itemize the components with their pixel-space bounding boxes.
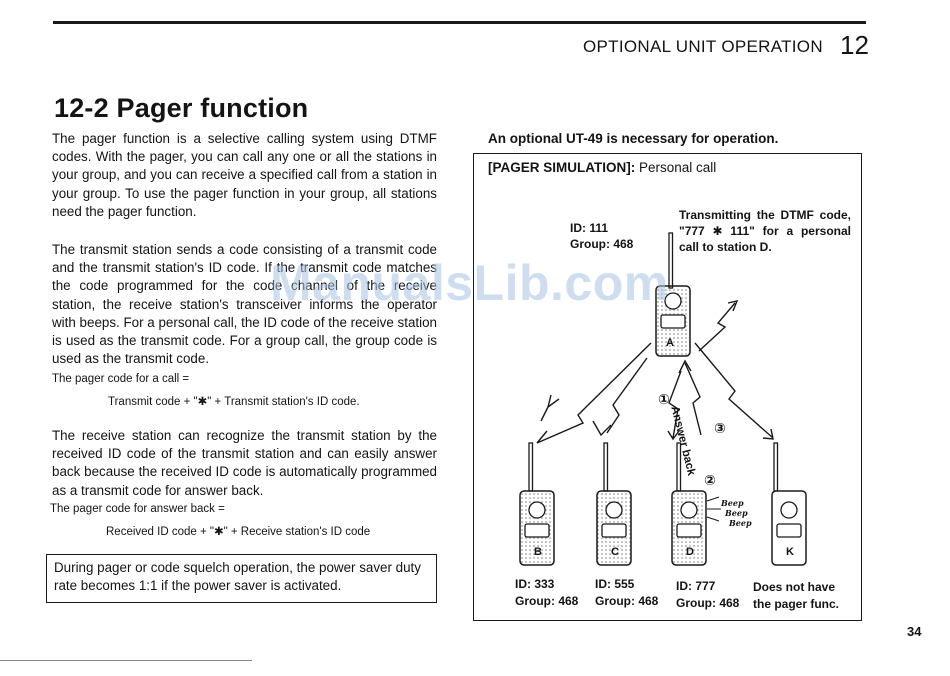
radio-station-a <box>655 232 691 357</box>
radio-station-d <box>671 442 721 566</box>
call-code-label: The pager code for a call = <box>52 373 190 385</box>
transmit-paragraph: The transmit station sends a code consis… <box>52 242 437 367</box>
station-b-group: Group: 468 <box>515 594 579 608</box>
station-a-label: A <box>666 337 674 349</box>
station-k-note-2: the pager func. <box>753 597 840 611</box>
station-d-label: D <box>686 546 694 558</box>
station-a-group: Group: 468 <box>570 237 634 251</box>
page-number: 34 <box>907 624 922 639</box>
pager-simulation-diagram <box>519 232 807 566</box>
station-b-id: ID: 333 <box>515 577 555 591</box>
station-c-group: Group: 468 <box>595 594 659 608</box>
requirement-text: An optional UT-49 is necessary for opera… <box>488 131 779 146</box>
station-b-label: B <box>534 546 542 558</box>
header-rule <box>53 21 866 24</box>
station-d-id: ID: 777 <box>676 579 716 593</box>
simulation-title: [PAGER SIMULATION]: <box>488 160 636 175</box>
radio-station-k <box>771 442 807 566</box>
answer-code-formula: Received ID code + "✱" + Receive station… <box>106 526 371 538</box>
power-saver-note: During pager or code squelch operation, … <box>46 554 437 603</box>
beep-text-2: Beep <box>725 508 748 518</box>
chapter-number: 12 <box>840 30 869 60</box>
chapter-title: OPTIONAL UNIT OPERATION <box>583 37 823 56</box>
beep-text-3: Beep <box>729 518 752 528</box>
section-title: 12-2 Pager function <box>54 93 309 123</box>
station-c-label: C <box>611 546 619 558</box>
transmitting-line-1: Transmitting the DTMF code, <box>679 208 851 222</box>
station-c-id: ID: 555 <box>595 577 635 591</box>
simulation-heading: [PAGER SIMULATION]: Personal call <box>488 160 716 175</box>
station-k-label: K <box>786 546 794 558</box>
receive-paragraph: The receive station can recognize the tr… <box>52 428 437 498</box>
radio-station-b <box>519 442 555 566</box>
transmitting-line-2: "777 ✱ 111" for a personal <box>679 224 851 238</box>
station-k-note-1: Does not have <box>753 580 836 594</box>
intro-paragraph: The pager function is a selective callin… <box>52 131 437 219</box>
call-code-formula: Transmit code + "✱" + Transmit station's… <box>108 396 360 408</box>
step-2-marker: ② <box>704 472 716 488</box>
step-1-marker: ① <box>658 391 670 407</box>
signal-paths <box>536 300 774 444</box>
footer-rule <box>0 660 252 661</box>
step-3-marker: ③ <box>714 420 726 436</box>
station-d-group: Group: 468 <box>676 596 740 610</box>
simulation-box <box>473 153 862 621</box>
answer-code-label: The pager code for answer back = <box>50 503 225 515</box>
radio-station-c <box>596 442 632 566</box>
simulation-subtitle: Personal call <box>639 160 717 175</box>
transmitting-caption: Transmitting the DTMF code, "777 ✱ 111" … <box>679 207 851 255</box>
transmitting-line-3: call to station D. <box>679 240 772 254</box>
station-a-id: ID: 111 <box>570 221 609 235</box>
beep-text-1: Beep <box>721 498 744 508</box>
